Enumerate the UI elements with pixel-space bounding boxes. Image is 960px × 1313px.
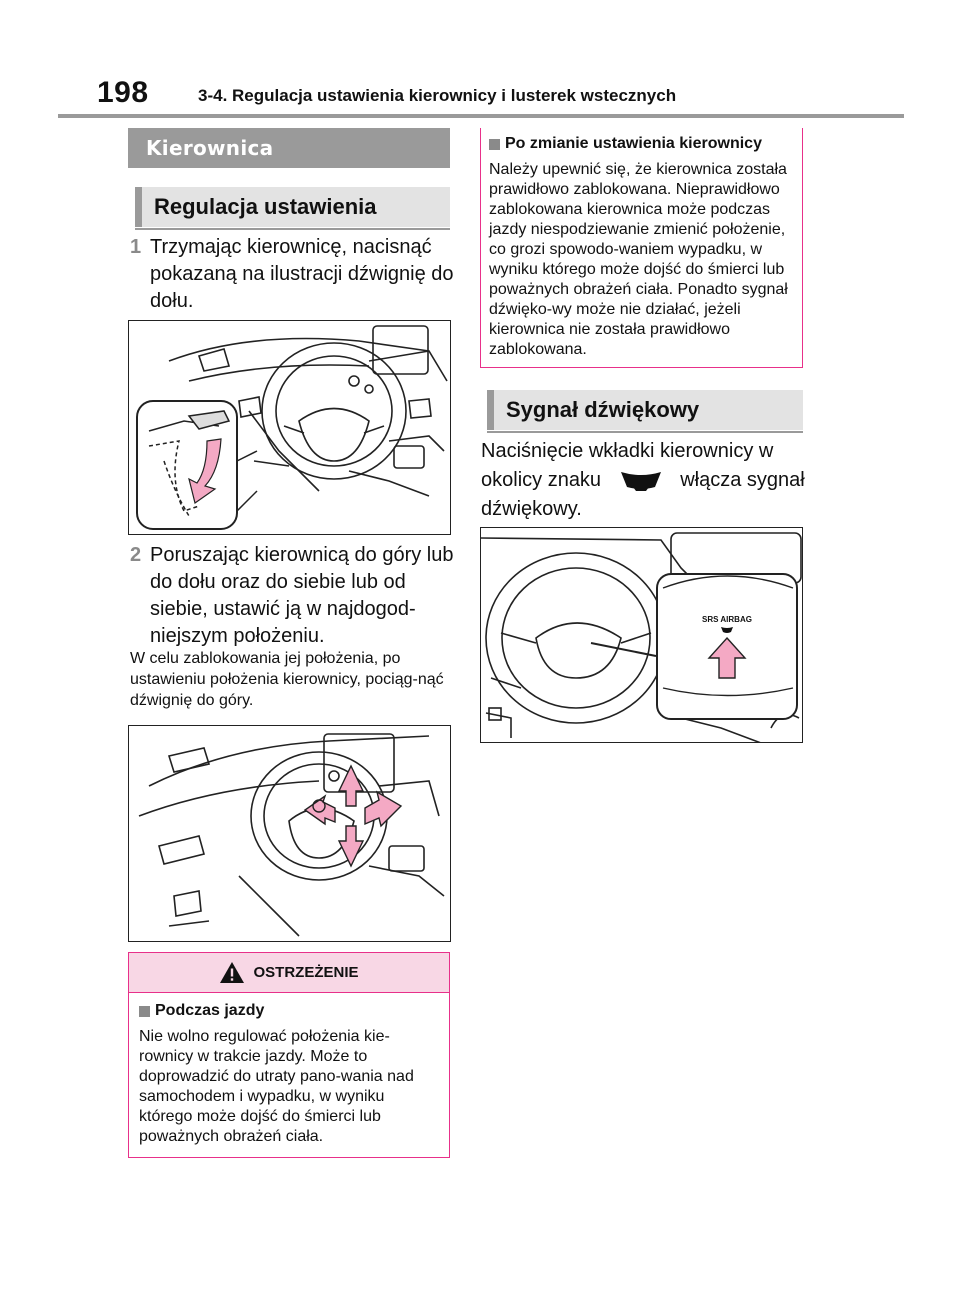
chapter-title: 3-4. Regulacja ustawienia kierownicy i l… xyxy=(198,86,677,105)
step-number: 1 xyxy=(130,236,142,258)
section-title: Kierownica xyxy=(128,128,450,168)
horn-paragraph: Naciśnięcie wkładki kierownicy w okolicy… xyxy=(481,437,811,524)
horn-section-title: Sygnał dźwiękowy xyxy=(487,390,803,433)
note-text: Należy upewnić się, że kierownica został… xyxy=(489,161,788,358)
warning-triangle-icon xyxy=(220,962,245,983)
horn-illustration-drawing: SRS AIRBAG xyxy=(481,532,802,742)
lever-illustration-drawing xyxy=(136,325,448,530)
step-2: 2 Poruszając kierownicą do góry lub do d… xyxy=(130,542,455,650)
step-text: Trzymając kierownicę, nacisnąć pokazaną … xyxy=(150,236,454,312)
square-bullet-icon xyxy=(489,138,500,150)
subsection-title: Regulacja ustawienia xyxy=(135,187,450,230)
warning-box: OSTRZEŻENIE Podczas jazdy Nie wolno regu… xyxy=(128,952,450,1158)
adjustment-illustration-drawing xyxy=(138,733,445,937)
horn-text-after: włącza sygnał dźwiękowy. xyxy=(481,469,805,520)
horn-illustration: SRS AIRBAG xyxy=(480,527,803,743)
warning-header: OSTRZEŻENIE xyxy=(129,953,449,993)
warning-label: OSTRZEŻENIE xyxy=(253,964,359,981)
note-heading: Po zmianie ustawienia kierownicy xyxy=(489,132,792,156)
horn-mark-icon xyxy=(721,627,733,633)
header-divider xyxy=(58,114,904,118)
page-number: 198 xyxy=(97,76,149,109)
lever-illustration xyxy=(128,320,451,535)
step-text: Poruszając kierownicą do góry lub do doł… xyxy=(150,544,454,647)
press-arrow-icon xyxy=(707,636,747,679)
horn-icon xyxy=(620,471,661,491)
note-heading-text: Po zmianie ustawienia kierownicy xyxy=(505,135,762,152)
horn-text-before: Naciśnięcie wkładki kierownicy w okolicy… xyxy=(481,440,774,491)
warning-text: Nie wolno regulować położenia kie-rownic… xyxy=(139,1028,414,1145)
lock-note: W celu zablokowania jej położenia, po us… xyxy=(130,650,444,709)
warning-heading: Podczas jazdy xyxy=(139,999,439,1023)
warning-heading-text: Podczas jazdy xyxy=(155,1002,265,1019)
note-box: Po zmianie ustawienia kierownicy Należy … xyxy=(480,128,803,368)
step-number: 2 xyxy=(130,544,142,566)
adjustment-illustration xyxy=(128,725,451,942)
square-bullet-icon xyxy=(139,1005,150,1017)
airbag-label: SRS AIRBAG xyxy=(702,615,752,624)
step-1: 1 Trzymając kierownicę, nacisnąć pokazan… xyxy=(130,234,455,315)
